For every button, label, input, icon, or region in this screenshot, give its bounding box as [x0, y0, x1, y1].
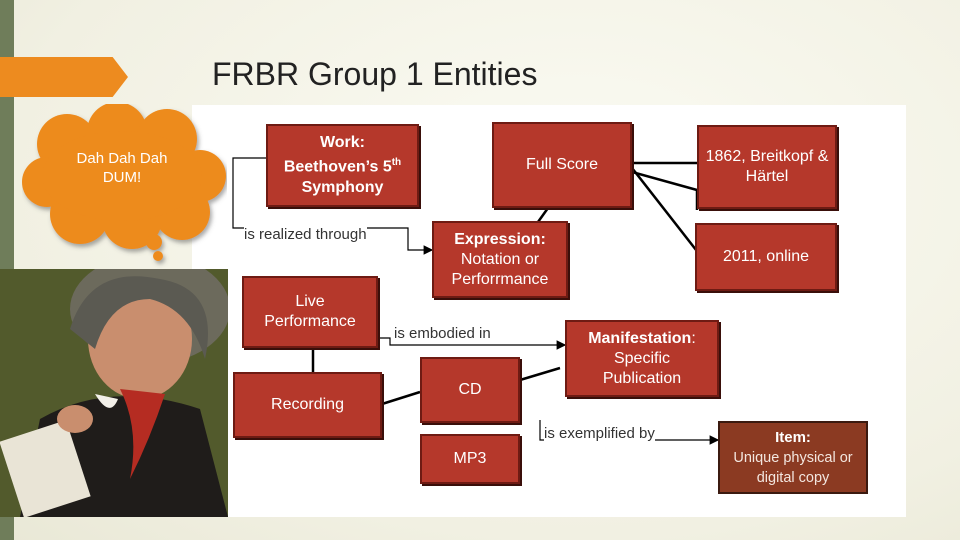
- full-score-box: Full Score: [492, 122, 632, 208]
- live-performance-box: Live Performance: [242, 276, 378, 348]
- orange-arrow-shape: [0, 57, 128, 97]
- expression-sub: Notation or Perforrmance: [451, 250, 549, 288]
- full-score-label: Full Score: [525, 156, 599, 173]
- breitkopf-label: 1862, Breitkopf & Härtel: [705, 148, 829, 185]
- relation-realized-label: is realized through: [244, 226, 367, 243]
- manifestation-sub: Specific Publication: [602, 349, 682, 387]
- manifestation-box: Manifestation: Specific Publication: [565, 320, 719, 397]
- beethoven-portrait: [0, 269, 228, 517]
- expression-head: Expression:: [454, 230, 546, 248]
- manifestation-colon: :: [691, 329, 696, 347]
- work-head: Work:: [319, 134, 366, 152]
- item-sub: Unique physical or digital copy: [733, 449, 853, 486]
- mp3-box: MP3: [420, 434, 520, 484]
- relation-embodied-label: is embodied in: [394, 325, 491, 342]
- recording-box: Recording: [233, 372, 382, 438]
- portrait-image: [0, 269, 228, 517]
- cd-box: CD: [420, 357, 520, 423]
- cloud-shape: [22, 102, 226, 261]
- recording-label: Recording: [271, 396, 344, 413]
- cd-label: CD: [458, 381, 482, 398]
- work-line1: Beethoven’s 5: [283, 158, 392, 176]
- slide-title: FRBR Group 1 Entities: [212, 56, 538, 92]
- expression-box: Expression: Notation or Perforrmance: [432, 221, 568, 298]
- manifestation-head-line: Manifestation:: [588, 329, 696, 349]
- item-box: Item: Unique physical or digital copy: [718, 421, 868, 494]
- manifestation-head: Manifestation: [588, 329, 692, 347]
- thought-cloud: Dah Dah Dah DUM!: [22, 102, 227, 269]
- work-sup: th: [391, 157, 402, 169]
- cloud-text: Dah Dah Dah DUM!: [76, 150, 168, 186]
- work-box: Work: Beethoven’s 5th Symphony: [266, 124, 419, 207]
- live-performance-label: Live Performance: [264, 293, 356, 330]
- online-box: 2011, online: [695, 223, 837, 291]
- breitkopf-box: 1862, Breitkopf & Härtel: [697, 125, 837, 209]
- online-label: 2011, online: [723, 248, 809, 265]
- relation-exemplified-label: is exemplified by: [544, 425, 655, 442]
- item-head: Item:: [775, 428, 811, 446]
- work-title-line: Beethoven’s 5th: [284, 153, 401, 177]
- work-line2: Symphony: [301, 178, 384, 196]
- mp3-label: MP3: [453, 450, 487, 467]
